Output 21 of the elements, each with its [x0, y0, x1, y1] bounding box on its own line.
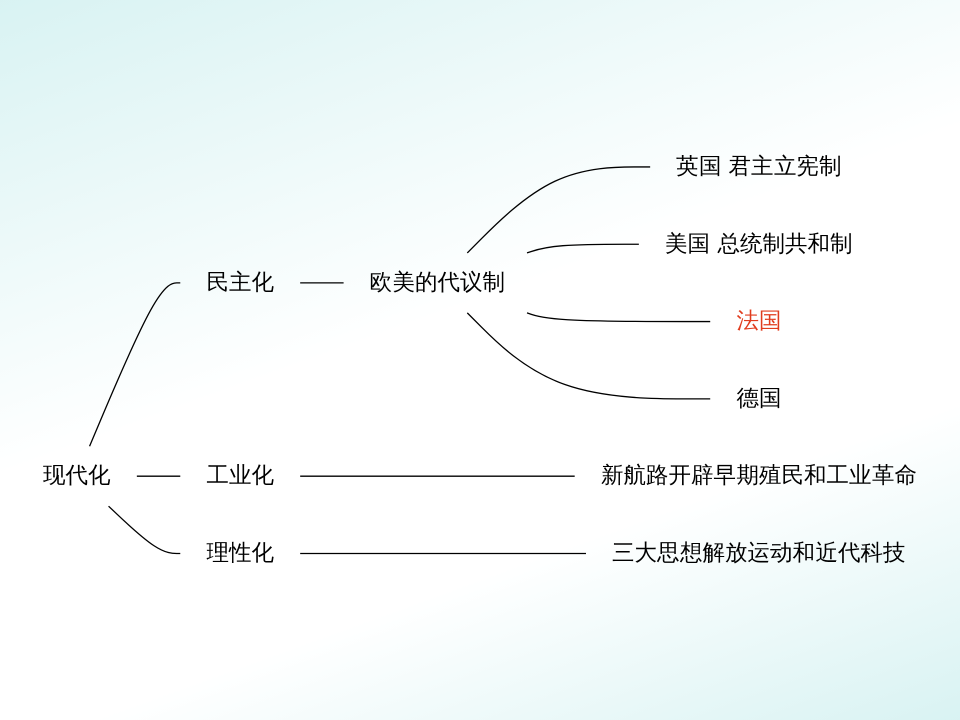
connector	[466, 166, 650, 254]
connector	[108, 505, 180, 554]
node-text: 民主化	[206, 269, 274, 296]
connector	[300, 552, 586, 554]
node-text: 美国 总统制共和制	[664, 230, 853, 257]
node-text: 法国	[736, 308, 782, 334]
node-text: 三大思想解放运动和近代科技	[612, 540, 906, 566]
connector	[466, 312, 710, 400]
node-text: 德国	[736, 385, 782, 412]
node-text: 新航路开辟早期殖民和工业革命	[600, 462, 917, 489]
connector	[526, 312, 710, 322]
node-text: 欧美的代议制	[370, 269, 506, 296]
connector	[88, 282, 180, 446]
node-text: 现代化	[43, 462, 111, 489]
node-text: 工业化	[206, 462, 274, 489]
node-text: 理性化	[206, 540, 274, 566]
connector	[526, 243, 639, 254]
node-text: 英国 君主立宪制	[676, 153, 842, 180]
connector	[136, 475, 180, 477]
connector	[300, 282, 344, 284]
connector	[300, 475, 575, 477]
